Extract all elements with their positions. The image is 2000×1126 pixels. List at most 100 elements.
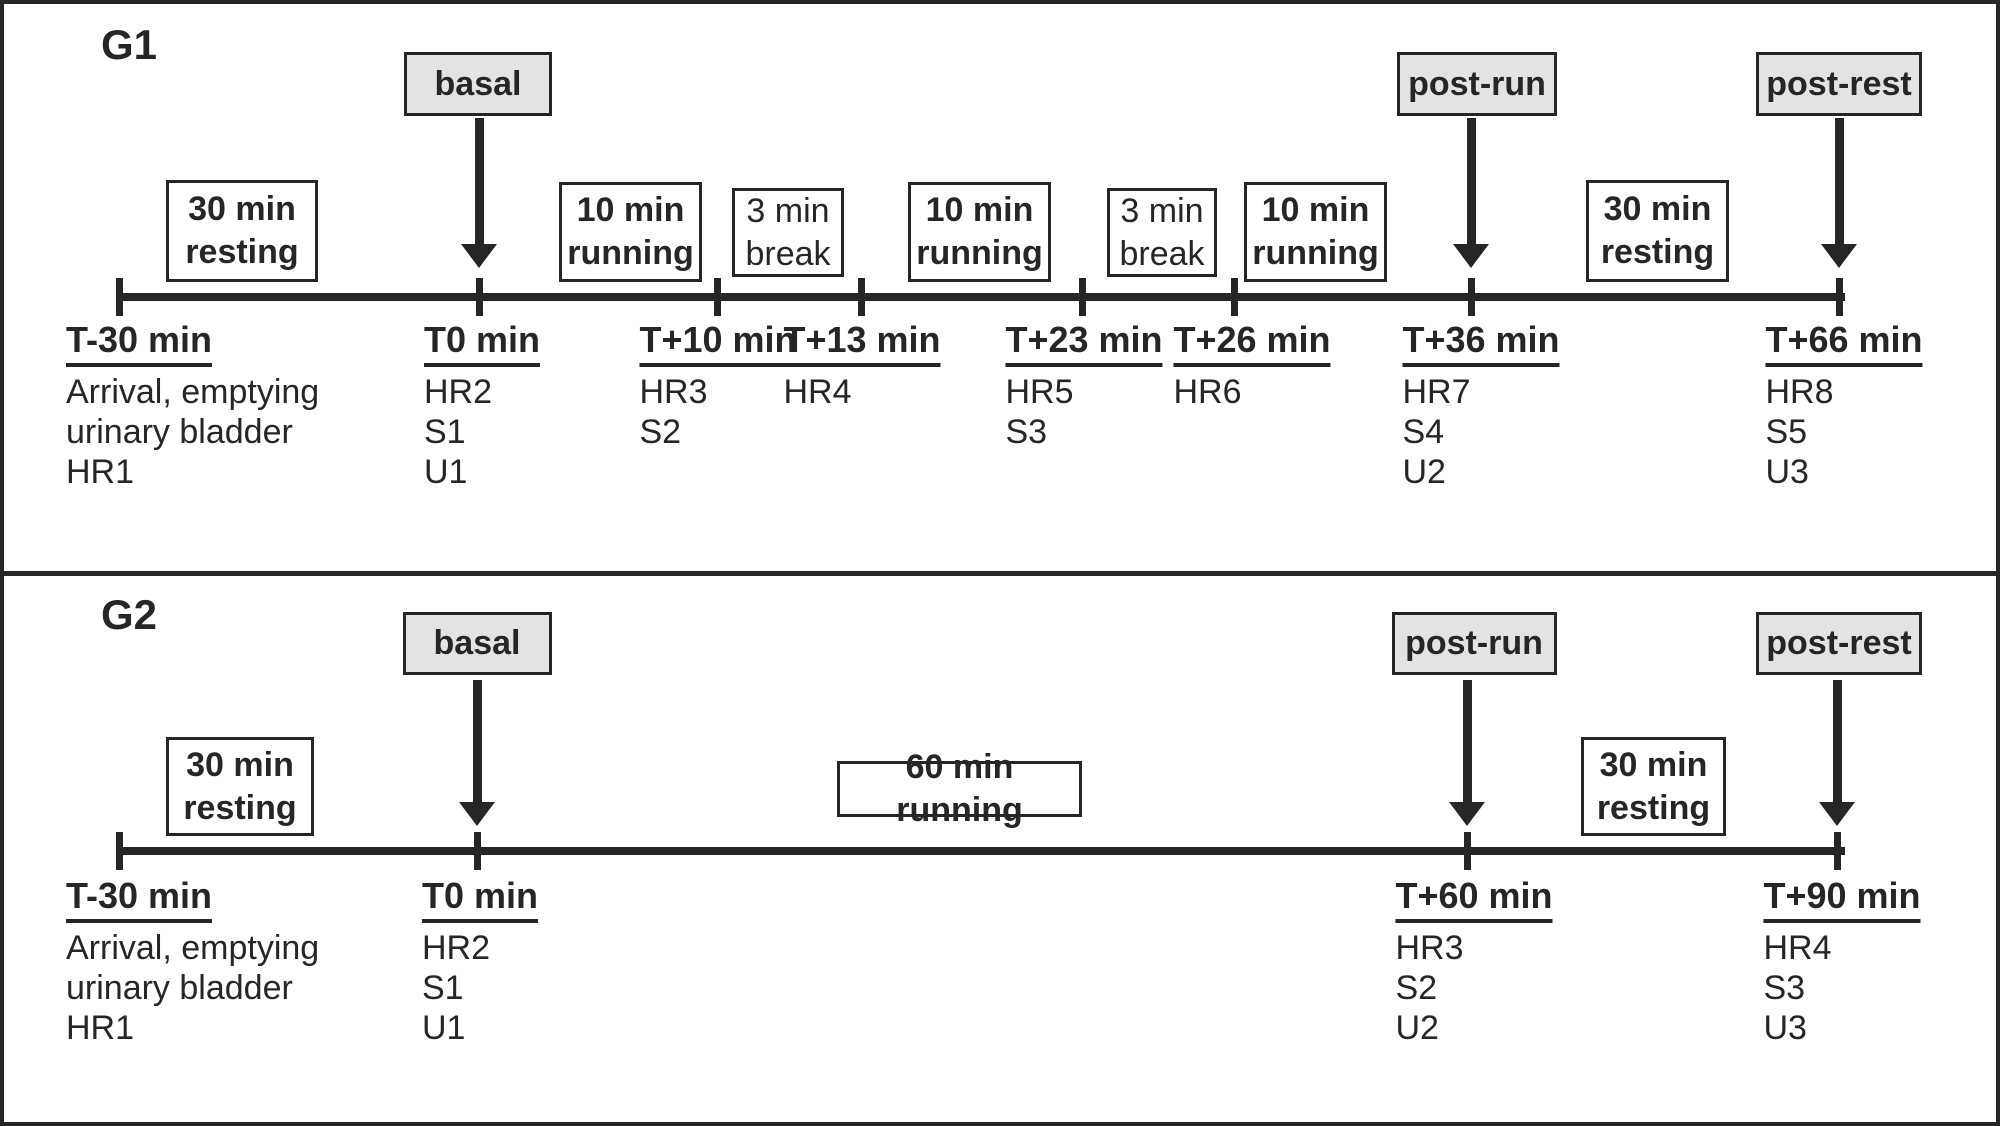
event-box-line: 30 min: [188, 190, 296, 228]
time-point-line: HR2: [421, 929, 491, 967]
time-point-line: S1: [423, 413, 466, 451]
arrow-down-icon: [1453, 244, 1489, 268]
time-point-line: HR3: [639, 373, 708, 411]
arrow-down-icon: [1449, 802, 1485, 826]
time-point-line: HR6: [1173, 373, 1242, 411]
time-point-title: T-30 min: [66, 320, 213, 367]
timeline-tick: [476, 278, 483, 316]
event-box: 60 min running: [837, 748, 1082, 829]
phase-box-label: basal: [433, 624, 521, 662]
time-point-line: S4: [1402, 413, 1445, 451]
arrow-down-icon: [461, 244, 497, 268]
time-point-line: HR4: [1763, 929, 1832, 967]
time-point-line: HR1: [66, 453, 135, 491]
event-box: 30 min resting: [1581, 737, 1726, 836]
event-box-line: 3 min: [1120, 191, 1204, 230]
timeline-tick: [1468, 278, 1475, 316]
sampling-arrow-shaft: [1467, 118, 1476, 244]
sampling-arrow-shaft: [1833, 680, 1842, 802]
event-box: 3 min break: [732, 188, 844, 277]
timeline-g1: [117, 293, 1845, 301]
time-point-line: U3: [1763, 1009, 1807, 1047]
time-point-line: S3: [1763, 969, 1806, 1007]
event-box-line: 3 min: [746, 191, 830, 230]
event-box-line: 10 min: [1261, 191, 1370, 229]
time-point-line: U1: [421, 1009, 466, 1047]
event-box: 30 min resting: [166, 180, 318, 282]
time-point-title: T0 min: [423, 320, 541, 367]
time-point-line: HR4: [783, 373, 852, 411]
timeline-tick: [1464, 832, 1471, 870]
time-point-line: S3: [1005, 413, 1048, 451]
event-box-line: 10 min: [925, 191, 1034, 229]
phase-box-post-run: post-run: [1391, 612, 1557, 675]
time-point-line: HR1: [66, 1009, 135, 1047]
time-point-title: T+13 min: [783, 320, 941, 367]
time-point-title: T+60 min: [1395, 876, 1553, 923]
time-point-title: T+23 min: [1005, 320, 1163, 367]
event-box-line: 30 min: [186, 745, 294, 784]
event-box-line: resting: [1596, 788, 1711, 827]
phase-box-post-rest: post-rest: [1756, 52, 1922, 116]
time-point-title: T+90 min: [1763, 876, 1921, 923]
time-point-line: Arrival, emptying: [66, 929, 320, 967]
panel-g2: G2 basal post-run post-rest 30 min resting 60 …: [4, 4, 1996, 1122]
phase-box-label: post-rest: [1766, 64, 1912, 103]
time-point-line: HR3: [1395, 929, 1464, 967]
phase-box-basal: basal: [402, 612, 552, 675]
sampling-arrow-shaft: [1463, 680, 1472, 802]
event-box-line: resting: [1600, 233, 1715, 271]
time-point-line: HR8: [1765, 373, 1834, 411]
time-point-line: Arrival, emptying: [66, 373, 320, 411]
time-point-line: S1: [421, 969, 464, 1007]
time-point-title: T-30 min: [66, 876, 213, 923]
phase-box-basal: basal: [404, 52, 552, 116]
event-box-line: running: [567, 234, 694, 272]
time-point-line: urinary bladder: [66, 969, 293, 1007]
phase-box-post-run: post-run: [1397, 52, 1557, 116]
event-box-line: resting: [183, 788, 297, 827]
timeline-tick: [1231, 278, 1238, 316]
timeline-tick: [858, 278, 865, 316]
timeline-tick: [1836, 278, 1843, 316]
time-point-line: HR2: [423, 373, 493, 411]
timeline-tick: [1079, 278, 1086, 316]
timeline-g2: [117, 847, 1845, 855]
group-label-g2: G2: [101, 591, 158, 638]
event-box-line: resting: [185, 233, 299, 271]
time-point-line: S2: [639, 413, 682, 451]
event-box-line: 10 min: [576, 191, 685, 229]
panel-divider: [4, 571, 1996, 576]
phase-box-label: post-run: [1408, 64, 1546, 103]
time-point-line: S2: [1395, 969, 1438, 1007]
time-point-line: U3: [1765, 453, 1809, 491]
time-point-line: U2: [1395, 1009, 1439, 1047]
event-box: 30 min resting: [166, 737, 314, 836]
phase-box-label: post-rest: [1766, 624, 1912, 662]
phase-box-label: post-run: [1405, 624, 1543, 662]
phase-box-post-rest: post-rest: [1756, 612, 1922, 675]
time-point-line: HR7: [1402, 373, 1471, 411]
timeline-tick: [116, 832, 123, 870]
timeline-tick: [1834, 832, 1841, 870]
event-box: 10 min running: [559, 182, 702, 282]
time-point-title: T0 min: [421, 876, 539, 923]
timeline-tick: [116, 278, 123, 316]
time-point-title: T+66 min: [1765, 320, 1923, 367]
event-box-line: break: [745, 234, 831, 273]
sampling-arrow-shaft: [475, 118, 484, 244]
event-box-line: break: [1119, 234, 1205, 273]
event-box-line: 30 min: [1599, 745, 1708, 784]
